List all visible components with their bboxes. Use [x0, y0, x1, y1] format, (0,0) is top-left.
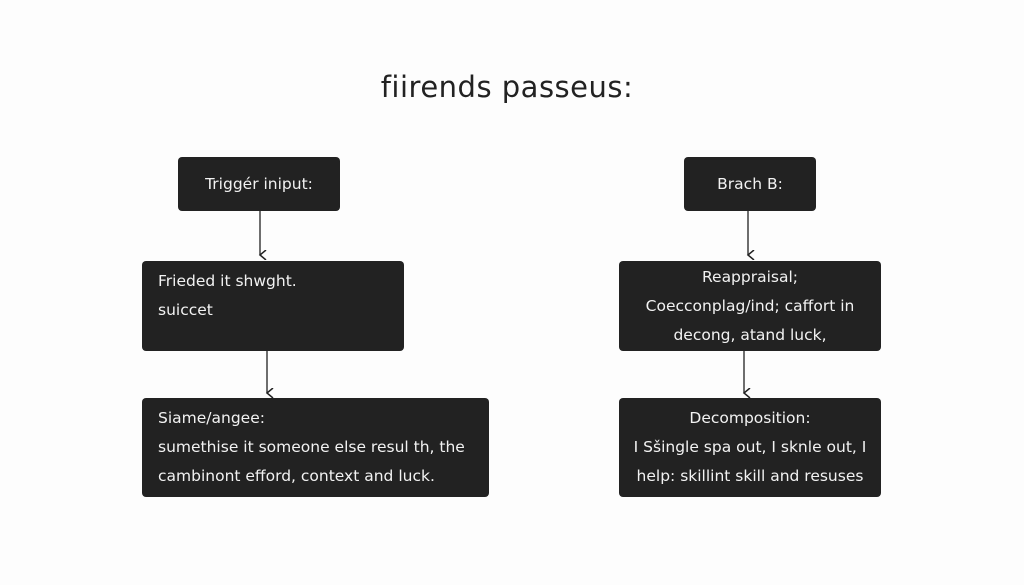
right-step2-line: help: skillint skill and resuses	[636, 467, 864, 485]
left-step2-heading: Siame/angee:	[158, 409, 265, 427]
right-trigger-label: Brach B:	[717, 174, 783, 193]
right-trigger-box: Brach B:	[684, 157, 816, 211]
left-step1-line: suiccet	[158, 301, 213, 319]
right-step1-line: decong, atand luck,	[673, 325, 827, 344]
left-step2-line: sumethise it someone else resul th, the	[158, 438, 465, 456]
left-step2-box: Siame/angee: sumethise it someone else r…	[142, 398, 489, 497]
right-step1-box: Reappraisal; Coecconplag/ind; caffort in…	[619, 261, 881, 351]
left-step1-line: Frieded it shwght.	[158, 272, 297, 290]
right-step2-line: I Sšingle spa out, I sknle out, I	[633, 438, 867, 456]
right-step2-heading: Decomposition:	[689, 409, 811, 427]
left-trigger-box: Triggér iniput:	[178, 157, 340, 211]
left-step1-box: Frieded it shwght. suiccet	[142, 261, 404, 351]
right-step1-line: Coecconplag/ind; caffort in	[645, 296, 855, 315]
left-step2-line: cambinont efford, context and luck.	[158, 467, 435, 485]
left-trigger-label: Triggér iniput:	[205, 174, 313, 193]
right-step2-box: Decomposition: I Sšingle spa out, I sknl…	[619, 398, 881, 497]
diagram-title: fiirends passeus:	[380, 70, 634, 104]
right-step1-heading: Reappraisal;	[701, 267, 799, 286]
